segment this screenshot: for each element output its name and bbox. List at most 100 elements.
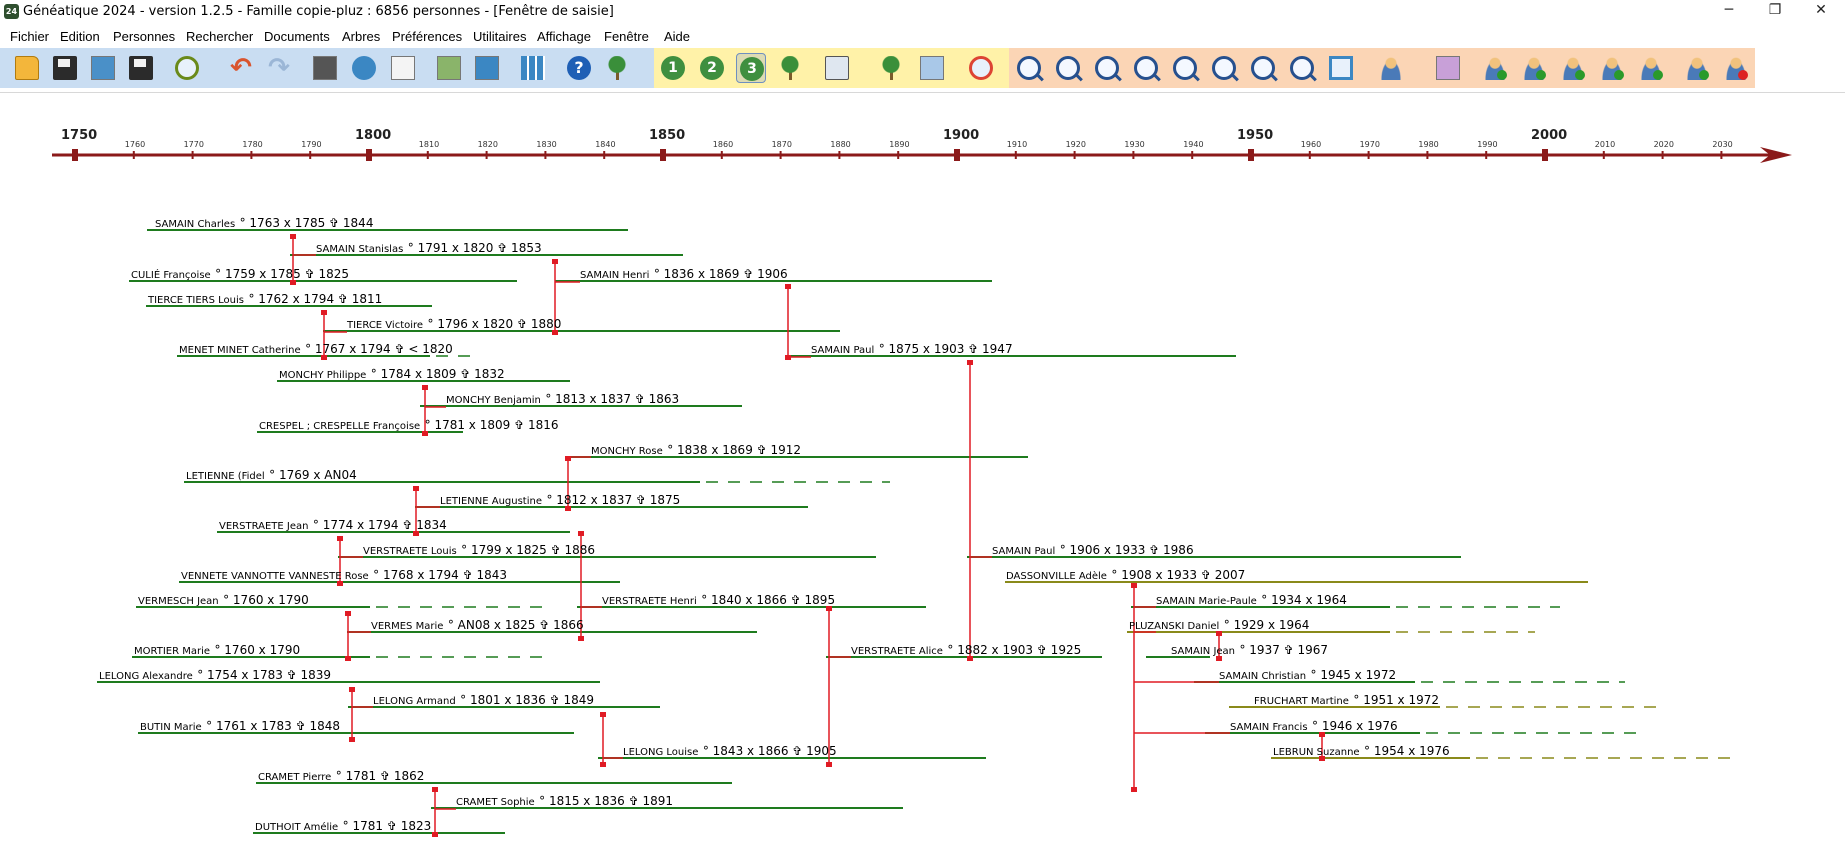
person-name: SAMAIN Marie-Paule (1156, 596, 1257, 607)
person-label[interactable]: SAMAIN Stanislas ° 1791 x 1820 ✞ 1853 (316, 239, 542, 257)
person-label[interactable]: VENNETE VANNOTTE VANNESTE Rose ° 1768 x … (181, 566, 507, 584)
merge-button[interactable] (1433, 53, 1463, 83)
backup-button[interactable] (126, 53, 156, 83)
zoom-out-button[interactable] (1131, 53, 1161, 83)
person-label[interactable]: SAMAIN Francis ° 1946 x 1976 (1230, 717, 1398, 735)
keyboard-button[interactable] (310, 53, 340, 83)
menu-utilitaires[interactable]: Utilitaires (473, 29, 527, 44)
person-label[interactable]: BUTIN Marie ° 1761 x 1783 ✞ 1848 (140, 717, 340, 735)
view-3-button[interactable]: 3 (736, 53, 766, 83)
publish-button[interactable] (602, 53, 632, 83)
person-label[interactable]: LETIENNE Augustine ° 1812 x 1837 ✞ 1875 (440, 491, 680, 509)
import-button[interactable] (88, 53, 118, 83)
person-label[interactable]: CULIÉ Françoise ° 1759 x 1785 ✞ 1825 (131, 265, 349, 283)
person-label[interactable]: SAMAIN Jean ° 1937 ✞ 1967 (1171, 641, 1328, 659)
add-couple-button[interactable] (1558, 53, 1588, 83)
view-2-button[interactable]: 2 (697, 53, 727, 83)
person-label[interactable]: VERMESCH Jean ° 1760 x 1790 (138, 591, 309, 609)
person-dates: ° 1929 x 1964 (1223, 618, 1310, 632)
add-person-icon (1685, 56, 1709, 80)
menu-edition[interactable]: Edition (60, 29, 100, 44)
menu-personnes[interactable]: Personnes (113, 29, 176, 44)
menu-aide[interactable]: Aide (664, 29, 691, 44)
family-view-button[interactable] (775, 53, 805, 83)
zoom-fit-button[interactable] (1053, 53, 1083, 83)
print-button[interactable] (822, 53, 852, 83)
edit-button[interactable] (434, 53, 464, 83)
menu-documents[interactable]: Documents (264, 29, 330, 44)
person-label[interactable]: VERSTRAETE Louis ° 1799 x 1825 ✞ 1886 (363, 541, 595, 559)
person-label[interactable]: MONCHY Rose ° 1838 x 1869 ✞ 1912 (591, 441, 801, 459)
person-label[interactable]: VERSTRAETE Alice ° 1882 x 1903 ✞ 1925 (851, 641, 1081, 659)
delete-person-button[interactable] (1721, 53, 1751, 83)
person-search-button[interactable] (1376, 53, 1406, 83)
person-label[interactable]: CRAMET Pierre ° 1781 ✞ 1862 (258, 767, 424, 785)
view-1-button[interactable]: 1 (658, 53, 688, 83)
window-button[interactable] (472, 53, 502, 83)
open-folder-button[interactable] (12, 53, 42, 83)
add-person-button[interactable] (1682, 53, 1712, 83)
person-label[interactable]: LELONG Alexandre ° 1754 x 1783 ✞ 1839 (99, 666, 331, 684)
menu-fichier[interactable]: Fichier (10, 29, 50, 44)
save-button[interactable] (50, 53, 80, 83)
descendant-chart[interactable] (0, 160, 1845, 860)
person-label[interactable]: SAMAIN Henri ° 1836 x 1869 ✞ 1906 (580, 265, 788, 283)
person-label[interactable]: LEBRUN Suzanne ° 1954 x 1976 (1273, 742, 1450, 760)
person-label[interactable]: MENET MINET Catherine ° 1767 x 1794 ✞ < … (179, 340, 453, 358)
timeline-minor-label: 1810 (418, 140, 440, 149)
zoom-width-in-button[interactable] (1287, 53, 1317, 83)
person-label[interactable]: DASSONVILLE Adèle ° 1908 x 1933 ✞ 2007 (1006, 566, 1245, 584)
redo-button[interactable]: ↷ (264, 53, 294, 83)
person-label[interactable]: LETIENNE (Fidel ° 1769 x AN04 (186, 466, 357, 484)
merge-icon (1436, 56, 1460, 80)
person-label[interactable]: DUTHOIT Amélie ° 1781 ✞ 1823 (255, 817, 431, 835)
person-label[interactable]: MONCHY Philippe ° 1784 x 1809 ✞ 1832 (279, 365, 505, 383)
person-label[interactable]: MORTIER Marie ° 1760 x 1790 (134, 641, 300, 659)
person-label[interactable]: SAMAIN Christian ° 1945 x 1972 (1219, 666, 1396, 684)
person-label[interactable]: VERSTRAETE Jean ° 1774 x 1794 ✞ 1834 (219, 516, 447, 534)
person-label[interactable]: LELONG Armand ° 1801 x 1836 ✞ 1849 (373, 691, 594, 709)
person-label[interactable]: LELONG Louise ° 1843 x 1866 ✞ 1905 (623, 742, 837, 760)
marriage-marker (422, 385, 428, 390)
person-label[interactable]: MONCHY Benjamin ° 1813 x 1837 ✞ 1863 (446, 390, 679, 408)
menu-arbres[interactable]: Arbres (342, 29, 381, 44)
help-button[interactable]: ? (564, 53, 594, 83)
person-label[interactable]: SAMAIN Marie-Paule ° 1934 x 1964 (1156, 591, 1347, 609)
person-label[interactable]: CRESPEL ; CRESPELLE Françoise ° 1781 x 1… (259, 416, 559, 434)
person-label[interactable]: SAMAIN Paul ° 1906 x 1933 ✞ 1986 (992, 541, 1194, 559)
menu-fenetre[interactable]: Fenêtre (604, 29, 649, 44)
refresh-button[interactable] (172, 53, 202, 83)
map-button[interactable] (966, 53, 996, 83)
add-father-button[interactable] (1480, 53, 1510, 83)
pointer-button[interactable] (917, 53, 947, 83)
add-mother-button[interactable] (1519, 53, 1549, 83)
person-label[interactable]: VERSTRAETE Henri ° 1840 x 1866 ✞ 1895 (602, 591, 835, 609)
zoom-width-out-button[interactable] (1248, 53, 1278, 83)
add-sibling-button[interactable] (1636, 53, 1666, 83)
menu-preferences[interactable]: Préférences (392, 29, 463, 44)
menu-affichage[interactable]: Affichage (537, 29, 591, 44)
person-label[interactable]: TIERCE TIERS Louis ° 1762 x 1794 ✞ 1811 (148, 290, 382, 308)
person-label[interactable]: VERMES Marie ° AN08 x 1825 ✞ 1866 (371, 616, 584, 634)
person-label[interactable]: SAMAIN Charles ° 1763 x 1785 ✞ 1844 (155, 214, 373, 232)
person-label[interactable]: FRUCHART Martine ° 1951 x 1972 (1254, 691, 1439, 709)
zoom-reset-button[interactable] (1209, 53, 1239, 83)
fullscreen-button[interactable] (1326, 53, 1356, 83)
close-button[interactable]: ✕ (1815, 2, 1827, 18)
restore-button[interactable]: ❐ (1768, 2, 1782, 18)
menu-rechercher[interactable]: Rechercher (186, 29, 254, 44)
person-label[interactable]: TIERCE Victoire ° 1796 x 1820 ✞ 1880 (347, 315, 561, 333)
grid-button[interactable] (518, 53, 548, 83)
zoom-page-button[interactable] (1092, 53, 1122, 83)
zoom-in-button[interactable] (1170, 53, 1200, 83)
person-label[interactable]: SAMAIN Paul ° 1875 x 1903 ✞ 1947 (811, 340, 1013, 358)
person-label[interactable]: PLUZANSKI Daniel ° 1929 x 1964 (1129, 616, 1309, 634)
tree-tools-button[interactable] (876, 53, 906, 83)
person-label[interactable]: CRAMET Sophie ° 1815 x 1836 ✞ 1891 (456, 792, 673, 810)
minimize-button[interactable]: ─ (1724, 2, 1734, 18)
undo-button[interactable]: ↶ (226, 53, 256, 83)
tools-button[interactable] (349, 53, 379, 83)
add-child-button[interactable] (1597, 53, 1627, 83)
zoom-1-button[interactable] (1014, 53, 1044, 83)
document-button[interactable] (388, 53, 418, 83)
